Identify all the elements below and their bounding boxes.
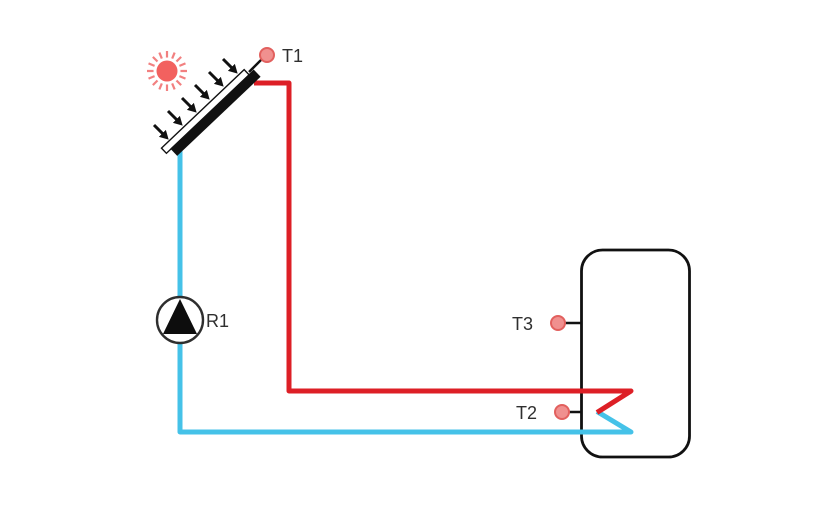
sensor-t3-label: T3 — [512, 314, 533, 334]
sensor-t1-label: T1 — [282, 46, 303, 66]
sensor-t1-dot — [259, 47, 275, 63]
cold-pipe — [177, 150, 634, 435]
sun-core — [156, 60, 178, 82]
pump-impeller-triangle — [163, 299, 197, 334]
pump-r1: R1 — [155, 295, 229, 345]
irradiance-arrows — [152, 57, 238, 140]
sensor-t3: T3 — [512, 314, 582, 334]
sun-icon — [147, 51, 187, 91]
sensor-t2: T2 — [516, 403, 582, 423]
solar-collector — [160, 68, 261, 156]
irradiance-arrow — [221, 57, 238, 74]
irradiance-arrow — [152, 123, 169, 140]
sensor-t1-lead — [248, 57, 264, 73]
sensor-t1: T1 — [248, 46, 303, 73]
collector-absorber — [170, 69, 261, 156]
irradiance-arrow — [207, 70, 224, 87]
storage-tank — [580, 248, 691, 459]
sensor-t2-dot — [554, 404, 570, 420]
sensor-t3-dot — [550, 315, 566, 331]
hot-pipe — [254, 80, 634, 415]
pump-label: R1 — [206, 311, 229, 331]
irradiance-arrow — [193, 83, 210, 100]
sensor-t2-label: T2 — [516, 403, 537, 423]
collector-glazing — [160, 68, 251, 155]
irradiance-arrow — [180, 96, 197, 113]
irradiance-arrow — [166, 109, 183, 126]
